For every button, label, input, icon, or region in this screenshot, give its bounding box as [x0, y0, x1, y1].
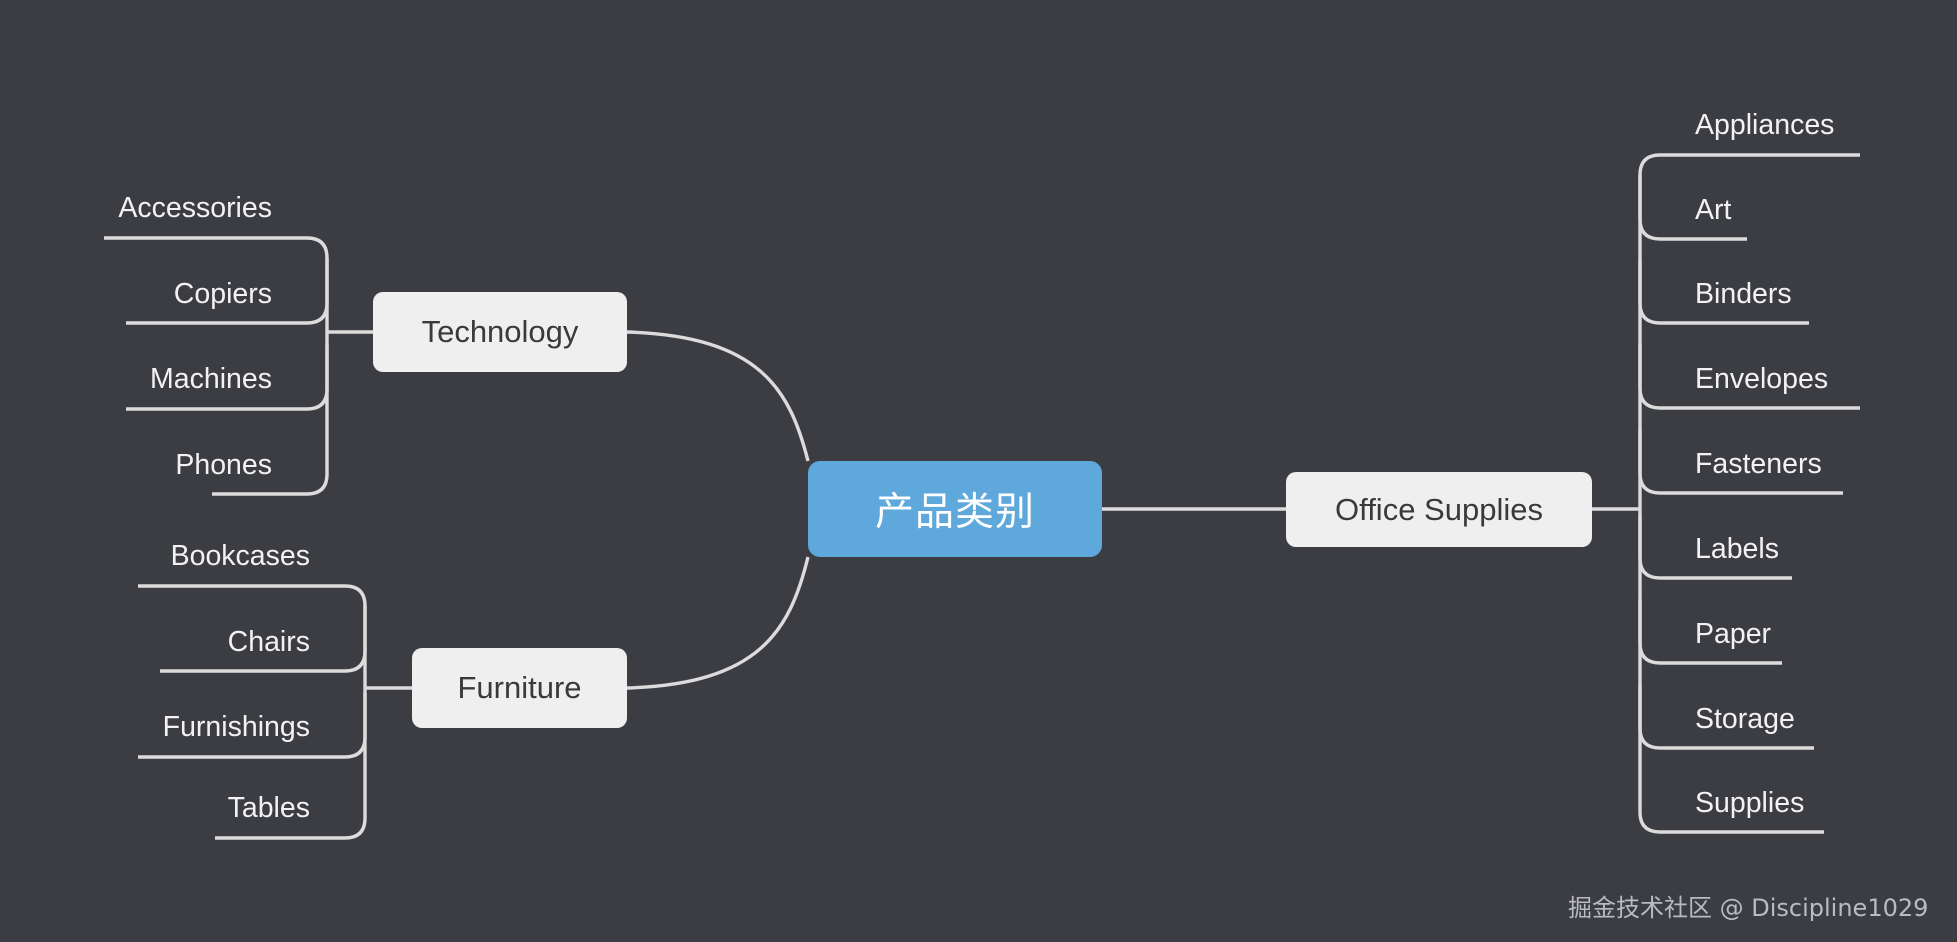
leaf-label: Binders — [1695, 278, 1792, 310]
leaf-label: Envelopes — [1695, 363, 1829, 395]
branch-node-office-supplies[interactable]: Office Supplies — [1286, 472, 1592, 547]
leaf-furnishings[interactable]: Furnishings — [0, 713, 310, 742]
edge-leaf-envelopes — [1638, 344, 1860, 410]
branch-node-furniture[interactable]: Furniture — [412, 648, 627, 728]
edge-leaf-bookcases — [138, 584, 367, 607]
leaf-art[interactable]: Art — [1695, 196, 1731, 225]
root-node-product-category[interactable]: 产品类别 — [808, 461, 1102, 557]
leaf-label: Tables — [227, 792, 310, 824]
leaf-paper[interactable]: Paper — [1695, 620, 1771, 649]
edge-leaf-fasteners — [1638, 429, 1843, 495]
edge-leaf-storage — [1638, 684, 1814, 750]
edge-leaf-chairs — [160, 606, 367, 673]
leaf-storage[interactable]: Storage — [1695, 705, 1795, 734]
edge-leaf-paper — [1638, 599, 1782, 665]
watermark: 掘金技术社区 @ Discipline1029 — [1568, 894, 1929, 922]
edge-leaf-tables — [215, 817, 367, 840]
leaf-label: Chairs — [227, 626, 310, 658]
branch-node-label: Office Supplies — [1335, 491, 1543, 527]
leaf-label: Bookcases — [170, 540, 310, 572]
leaf-binders[interactable]: Binders — [1695, 280, 1792, 309]
branch-node-label: Technology — [421, 314, 579, 349]
leaf-label: Furnishings — [162, 711, 310, 743]
leaf-label: Fasteners — [1695, 448, 1822, 480]
leaf-copiers[interactable]: Copiers — [0, 280, 272, 309]
edge-root-furniture — [626, 556, 810, 690]
edge-leaf-accessories — [104, 236, 329, 259]
leaf-machines[interactable]: Machines — [0, 365, 272, 394]
edge-leaf-phones — [212, 473, 329, 496]
leaf-label: Accessories — [118, 192, 272, 224]
edge-leaf-furnishings — [138, 693, 367, 759]
leaf-appliances[interactable]: Appliances — [1695, 111, 1834, 140]
leaf-fasteners[interactable]: Fasteners — [1695, 450, 1822, 479]
edge-leaf-machines — [126, 345, 329, 411]
leaf-label: Phones — [175, 449, 272, 481]
leaf-tables[interactable]: Tables — [0, 794, 310, 823]
leaf-labels[interactable]: Labels — [1695, 535, 1779, 564]
leaf-label: Copiers — [173, 278, 272, 310]
leaf-phones[interactable]: Phones — [0, 451, 272, 480]
root-node-label: 产品类别 — [874, 491, 1035, 534]
edge-leaf-binders — [1638, 259, 1809, 325]
edge-root-technology — [626, 330, 810, 462]
leaf-label: Machines — [150, 363, 272, 395]
leaf-label: Appliances — [1695, 109, 1835, 141]
leaf-bookcases[interactable]: Bookcases — [0, 542, 310, 571]
leaf-label: Supplies — [1695, 787, 1805, 819]
leaf-label: Paper — [1695, 618, 1772, 650]
edge-leaf-supplies — [1638, 811, 1824, 834]
leaf-label: Storage — [1695, 703, 1795, 735]
edge-leaf-labels — [1638, 514, 1792, 580]
leaf-chairs[interactable]: Chairs — [0, 628, 310, 657]
leaf-accessories[interactable]: Accessories — [0, 194, 272, 223]
leaf-label: Labels — [1695, 533, 1779, 565]
edge-leaf-copiers — [126, 258, 329, 325]
leaf-label: Art — [1695, 194, 1732, 226]
branch-node-label: Furniture — [457, 670, 582, 705]
leaf-envelopes[interactable]: Envelopes — [1695, 365, 1828, 394]
edge-leaf-art — [1638, 175, 1747, 241]
branch-node-technology[interactable]: Technology — [373, 292, 627, 372]
edge-leaf-appliances — [1638, 153, 1860, 176]
leaf-supplies[interactable]: Supplies — [1695, 789, 1804, 818]
